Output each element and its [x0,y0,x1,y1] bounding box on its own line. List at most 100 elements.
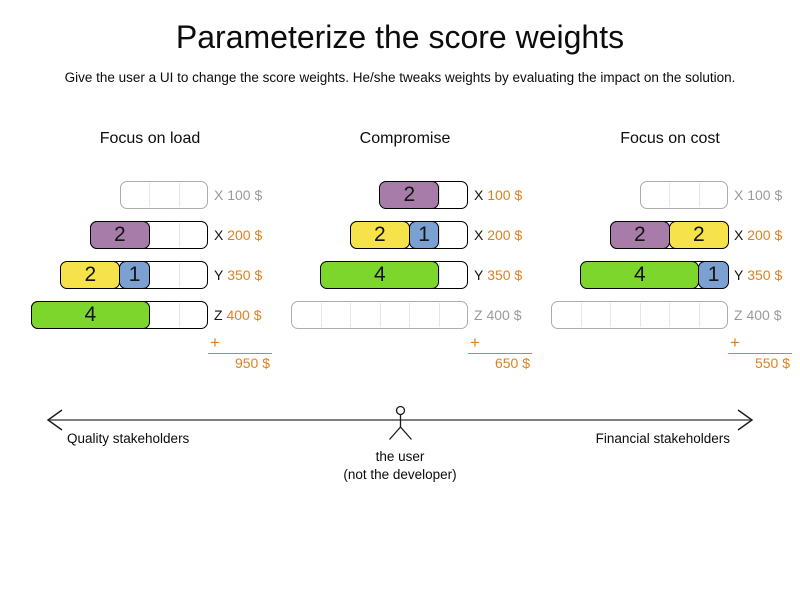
computer-price: 400 $ [746,307,782,323]
computer-letter: X [734,187,744,203]
computer-label: Y 350 $ [214,261,262,289]
cell-separator [178,223,180,247]
process-block-yellow: 2 [349,220,410,249]
computer-price: 100 $ [747,187,783,203]
computer-label: X 100 $ [474,181,522,209]
cell-separator [149,183,150,207]
cell-separator [178,263,180,287]
financial-stakeholders-label: Financial stakeholders [595,431,730,446]
computer-price: 200 $ [227,227,263,243]
process-size: 1 [418,222,430,246]
computer-track: 4 [30,300,208,329]
plus-sign: + [470,333,480,352]
process-block-green: 4 [30,300,150,329]
process-size: 1 [707,262,720,286]
computer-label: Z 400 $ [734,301,782,329]
scenario-sum: +550 $ [728,333,794,376]
cell-separator [669,183,670,207]
computer-price: 400 $ [486,307,522,323]
cell-separator [320,303,322,327]
user-label-line2: (not the developer) [343,467,457,482]
computer-label: X 200 $ [474,221,522,249]
scenario-sum: +950 $ [208,333,274,376]
computer-letter: X [474,227,484,243]
process-block-green: 4 [320,260,440,289]
cell-separator [639,303,641,327]
process-size: 2 [84,262,97,286]
process-size: 2 [633,222,646,246]
computer-track: 2 [89,220,208,249]
computer-price: 350 $ [227,267,263,283]
computer-letter: X [214,227,224,243]
scenario-total: 950 $ [234,355,270,371]
scenario-sum: +650 $ [468,333,534,376]
page-subtitle: Give the user a UI to change the score w… [64,70,736,85]
cell-separator [669,303,670,327]
computer-label: X 100 $ [214,181,262,209]
sum-line [468,353,532,354]
process-size: 2 [403,182,416,206]
computer-letter: Y [474,267,484,283]
scenario-total: 550 $ [754,355,790,371]
process-size: 1 [128,262,141,286]
computer-track [291,301,468,329]
process-block-yellow: 2 [668,220,729,249]
computer-letter: Z [734,307,743,323]
computer-label: Y 350 $ [474,261,522,289]
computer-track [639,181,728,209]
computer-label: Y 350 $ [734,261,782,289]
computer-price: 200 $ [487,227,523,243]
computer-price: 200 $ [747,227,783,243]
user-label-line1: the user [375,449,425,464]
computer-label: Z 400 $ [474,301,522,329]
process-size: 4 [373,262,386,286]
computer-label: Z 400 $ [214,301,262,329]
cell-separator [350,303,351,327]
computer-label: X 100 $ [734,181,782,209]
computer-track: 2 [379,180,468,209]
computer-letter: X [214,187,224,203]
scenario-title: Compromise [359,130,451,147]
process-block-purple: 2 [379,180,440,209]
cell-separator [698,303,700,327]
cell-separator [438,303,440,327]
process-size: 4 [633,262,646,286]
cell-separator [610,303,611,327]
cell-separator [379,303,381,327]
sum-line [728,353,792,354]
cell-separator [178,303,180,327]
process-block-purple: 2 [609,220,670,249]
page-title: Parameterize the score weights [175,19,625,55]
process-block-blue: 1 [119,260,150,289]
process-block-blue: 1 [698,260,729,289]
computer-letter: Z [474,307,483,323]
scenario-title: Focus on cost [620,130,720,147]
computer-letter: Y [734,267,744,283]
computer-price: 100 $ [487,187,523,203]
process-size: 4 [84,302,97,326]
process-block-green: 4 [580,260,700,289]
computer-track [551,301,728,329]
scenario-total: 650 $ [494,355,530,371]
computer-price: 350 $ [747,267,783,283]
computer-label: X 200 $ [734,221,782,249]
cell-separator [409,303,410,327]
quality-stakeholders-label: Quality stakeholders [67,431,190,446]
cell-separator [698,183,700,207]
computer-letter: Z [214,307,223,323]
computer-track [119,181,208,209]
sum-line [208,353,272,354]
computer-track: 4 [320,260,468,289]
computer-price: 400 $ [226,307,262,323]
process-size: 2 [113,222,126,246]
process-block-yellow: 2 [60,260,121,289]
computer-price: 100 $ [227,187,263,203]
process-size: 2 [692,222,705,246]
process-size: 2 [373,222,386,246]
cell-separator [178,183,180,207]
